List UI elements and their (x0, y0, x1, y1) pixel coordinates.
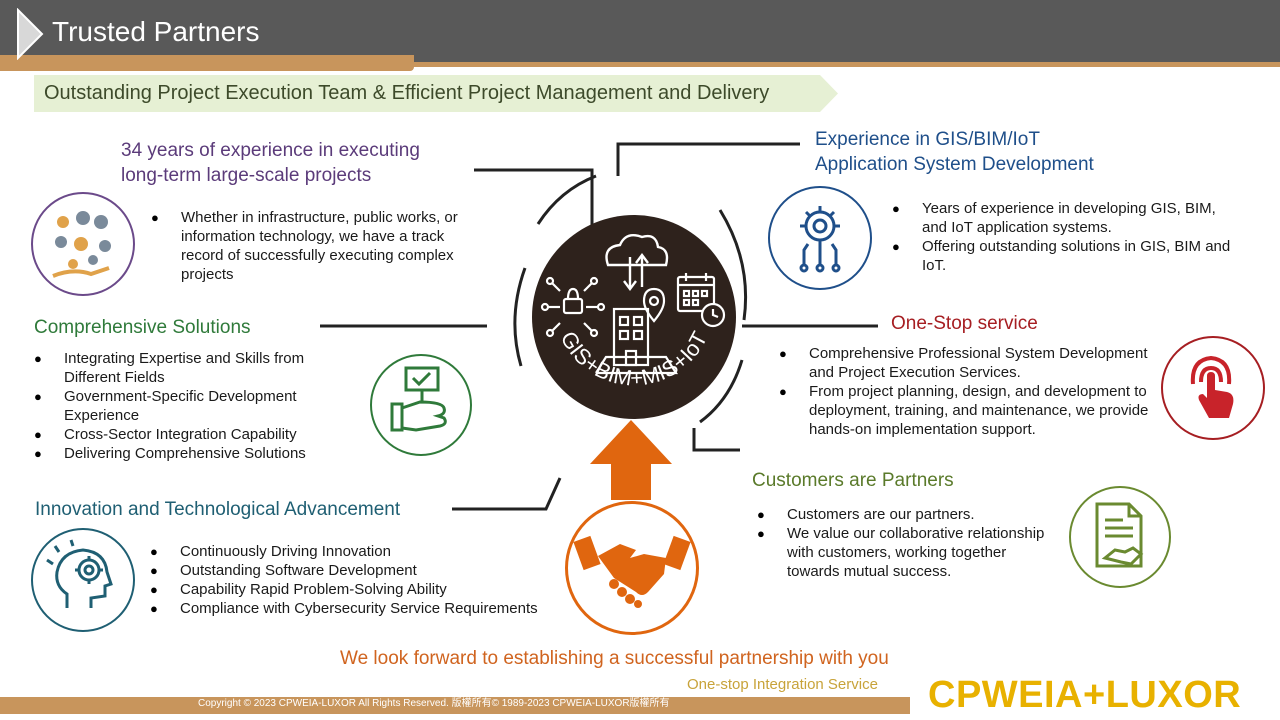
central-hub: GIS+BIM+MIS+IoT (532, 215, 736, 419)
innovation-bullets: Continuously Driving Innovation Outstand… (150, 542, 570, 618)
innovation-heading: Innovation and Technological Advancement (35, 499, 401, 520)
experience-heading-line2: long-term large-scale projects (121, 165, 372, 186)
list-item: Compliance with Cybersecurity Service Re… (150, 599, 570, 618)
list-item: Customers are our partners. (757, 505, 1055, 524)
list-item: Cross-Sector Integration Capability (34, 425, 334, 444)
handshake-icon (565, 501, 699, 635)
onestop-heading: One-Stop service (891, 313, 1038, 334)
experience-bullets: Whether in infrastructure, public works,… (151, 208, 471, 284)
copyright-text: Copyright © 2023 CPWEIA-LUXOR All Rights… (198, 698, 670, 709)
closing-statement: We look forward to establishing a succes… (340, 648, 889, 669)
hand-checkbox-sign-graphic (390, 366, 447, 432)
gis-heading-line1: Experience in GIS/BIM/IoT (815, 129, 1040, 150)
list-item: From project planning, design, and devel… (779, 382, 1157, 439)
list-item: Comprehensive Professional System Develo… (779, 344, 1157, 382)
document-handshake-graphic (1095, 502, 1144, 568)
gis-bullets: Years of experience in developing GIS, B… (892, 199, 1244, 275)
page-subtitle: Outstanding Project Execution Team & Eff… (44, 82, 770, 104)
document-handshake-icon (1069, 486, 1171, 588)
title-chevron-icon (17, 8, 44, 60)
subtitle-banner (34, 75, 838, 112)
list-item: Offering outstanding solutions in GIS, B… (892, 237, 1244, 275)
page-title: Trusted Partners (52, 16, 260, 47)
handshake-icon-graphic (573, 535, 691, 608)
list-item: Whether in infrastructure, public works,… (151, 208, 471, 284)
hand-checkbox-sign-icon (370, 354, 472, 456)
header-bar (0, 0, 1280, 62)
upward-arrow-icon (590, 420, 672, 500)
building-pin-icon (595, 287, 678, 375)
list-item: Government-Specific Development Experien… (34, 387, 334, 425)
cloud-sync-icon (605, 234, 669, 291)
header-accent-line (0, 62, 1280, 67)
gear-circuit-icon (768, 186, 872, 290)
brand-logo-text: CPWEIA+LUXOR (928, 674, 1242, 716)
finger-tap-icon (1161, 336, 1265, 440)
footer-band (0, 697, 910, 714)
customers-heading: Customers are Partners (752, 470, 954, 491)
people-coins-hand-graphic (52, 211, 111, 278)
head-gear-lightbulb-icon (31, 528, 135, 632)
circuit-lock-icon (540, 276, 606, 338)
head-gear-lightbulb-graphic (46, 539, 113, 608)
people-coins-hand-icon (31, 192, 135, 296)
gis-heading: Experience in GIS/BIM/IoT Application Sy… (815, 127, 1094, 177)
experience-heading: 34 years of experience in executing long… (121, 138, 420, 188)
experience-heading-line1: 34 years of experience in executing (121, 140, 420, 161)
list-item: Delivering Comprehensive Solutions (34, 444, 334, 463)
list-item: Years of experience in developing GIS, B… (892, 199, 1244, 237)
customers-bullets: Customers are our partners. We value our… (757, 505, 1055, 581)
calendar-clock-icon (676, 273, 726, 328)
tagline: One-stop Integration Service (687, 676, 878, 693)
gis-heading-line2: Application System Development (815, 154, 1094, 175)
list-item: Capability Rapid Problem-Solving Ability (150, 580, 570, 599)
solutions-bullets: Integrating Expertise and Skills from Di… (34, 349, 334, 463)
list-item: Outstanding Software Development (150, 561, 570, 580)
list-item: Continuously Driving Innovation (150, 542, 570, 561)
solutions-heading: Comprehensive Solutions (34, 317, 251, 338)
list-item: Integrating Expertise and Skills from Di… (34, 349, 334, 387)
title-underline-bar (0, 55, 414, 71)
onestop-bullets: Comprehensive Professional System Develo… (779, 344, 1157, 439)
gear-circuit-graphic (799, 206, 841, 273)
finger-tap-graphic (1190, 355, 1234, 418)
list-item: We value our collaborative relationship … (757, 524, 1055, 581)
